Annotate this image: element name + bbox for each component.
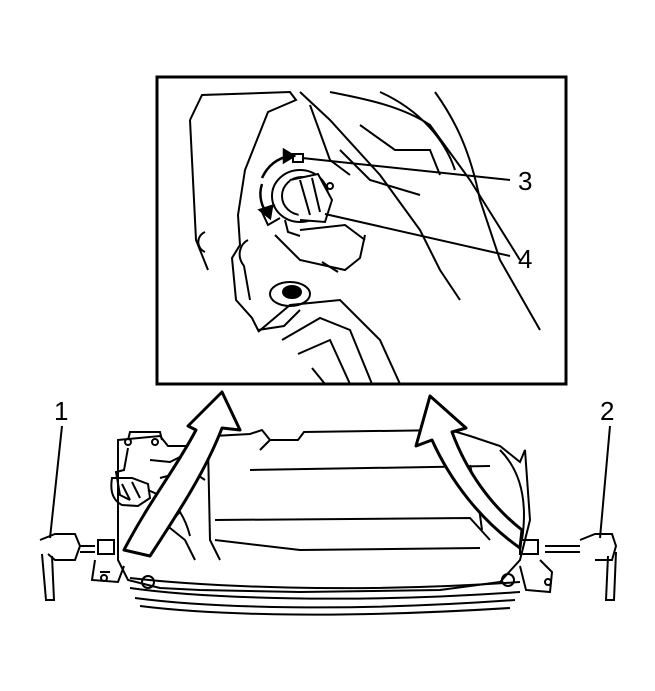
- access-arrows: [122, 390, 524, 558]
- inset-lower-rails: [257, 298, 401, 385]
- mount-pin-right: [519, 533, 618, 601]
- callout-1: 1: [54, 396, 68, 426]
- rotate-arrowhead-bottom: [257, 204, 274, 221]
- bottom-bracket-right: [519, 559, 554, 594]
- leader-line-3: [301, 157, 511, 181]
- detail-inset: [155, 75, 568, 386]
- leader-line-2: [599, 425, 611, 539]
- access-arrow-right: [414, 394, 524, 550]
- inset-housing-lines: [299, 91, 461, 301]
- lens-edge-strips: [129, 577, 521, 590]
- callout-2: 2: [600, 396, 614, 426]
- callout-3: 3: [518, 166, 532, 196]
- callout-4: 4: [518, 244, 532, 274]
- bulb-socket: [260, 169, 334, 237]
- inset-frame: [155, 75, 568, 386]
- inset-mount-bracket: [189, 90, 301, 332]
- rotate-arrows: [257, 147, 297, 221]
- leader-line-1: [49, 425, 63, 539]
- access-arrow-left: [122, 390, 242, 558]
- headlamp-assembly: [39, 428, 618, 616]
- inset-grommet: [269, 281, 311, 307]
- leader-line-4: [324, 213, 511, 257]
- rotate-arrowhead-top: [282, 147, 297, 165]
- mount-pin-left: [39, 533, 115, 601]
